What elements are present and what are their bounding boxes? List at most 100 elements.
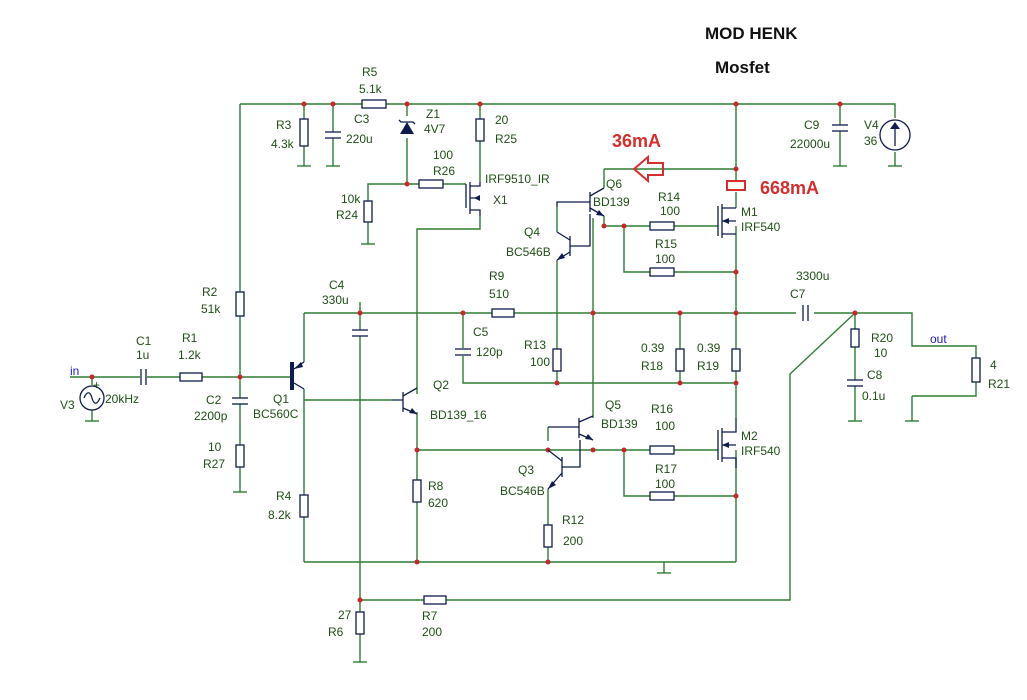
resistor-r4 bbox=[299, 494, 309, 518]
transistor-q4 bbox=[556, 214, 591, 261]
capacitor-c2 bbox=[232, 397, 248, 405]
source-v4 bbox=[879, 119, 911, 151]
label-q1-value: BC560C bbox=[253, 407, 299, 421]
zener-z1 bbox=[398, 119, 416, 134]
label-r1-name: R1 bbox=[182, 331, 198, 345]
mosfet-m2 bbox=[717, 418, 737, 468]
label-r2-value: 51k bbox=[201, 302, 221, 316]
label-r19-name: R19 bbox=[697, 359, 719, 373]
label-r21-name: R21 bbox=[988, 377, 1010, 391]
source-v3: + bbox=[79, 378, 105, 411]
label-c7-name: C7 bbox=[790, 287, 806, 301]
label-r14-name: R14 bbox=[658, 190, 680, 204]
annotations: 36mA 668mA bbox=[612, 131, 819, 198]
label-r25-name: R25 bbox=[495, 132, 517, 146]
label-r25-value: 20 bbox=[495, 113, 509, 127]
label-c4-name: C4 bbox=[329, 278, 345, 292]
resistor-r27 bbox=[235, 444, 245, 468]
label-r27-value: 10 bbox=[208, 440, 222, 454]
label-c2-value: 2200p bbox=[194, 409, 228, 423]
resistor-r15 bbox=[649, 267, 675, 277]
label-r14-value: 100 bbox=[660, 204, 680, 218]
label-r7-name: R7 bbox=[422, 609, 438, 623]
label-m1-value: IRF540 bbox=[741, 220, 781, 234]
junctions bbox=[89, 101, 858, 603]
label-r26-value: 100 bbox=[433, 148, 453, 162]
label-r13-value: 100 bbox=[530, 355, 550, 369]
label-v3-value: 20kHz bbox=[105, 392, 139, 406]
resistor-r5 bbox=[361, 99, 387, 109]
label-r6-value: 27 bbox=[338, 608, 352, 622]
label-r4-value: 8.2k bbox=[268, 508, 292, 522]
label-m1-name: M1 bbox=[741, 205, 758, 219]
ammeter-marker-icon bbox=[726, 180, 746, 191]
capacitor-c8 bbox=[847, 379, 863, 387]
label-q4-value: BC546B bbox=[506, 245, 551, 259]
label-r8-name: R8 bbox=[428, 479, 444, 493]
label-q5-value: BD139 bbox=[601, 417, 638, 431]
net-label-out: out bbox=[930, 332, 947, 346]
transistor-q6 bbox=[556, 187, 605, 217]
label-r24-name: R24 bbox=[336, 208, 358, 222]
resistor-r20 bbox=[850, 328, 860, 348]
label-q1-name: Q1 bbox=[273, 392, 289, 406]
label-c3-name: C3 bbox=[354, 112, 370, 126]
mosfet-m1 bbox=[717, 204, 736, 238]
component-labels: R1 1.2k R2 51k R3 4.3k R4 8.2k R5 5.1k 2… bbox=[60, 65, 1010, 639]
label-q5-name: Q5 bbox=[605, 398, 621, 412]
resistor-r21 bbox=[971, 357, 981, 383]
annotation-m1-current: 668mA bbox=[760, 178, 819, 198]
current-arrow-icon bbox=[632, 154, 664, 184]
label-r18-value: 0.39 bbox=[641, 341, 665, 355]
capacitor-c5 bbox=[455, 348, 471, 356]
capacitor-c4 bbox=[352, 329, 368, 337]
label-q6-name: Q6 bbox=[606, 177, 622, 191]
label-m2-value: IRF540 bbox=[741, 444, 781, 458]
resistor-r3 bbox=[299, 118, 309, 147]
label-x1-name: X1 bbox=[493, 193, 508, 207]
label-c7-value: 3300u bbox=[796, 269, 829, 283]
label-r18-name: R18 bbox=[641, 359, 663, 373]
net-label-in: in bbox=[70, 364, 79, 378]
capacitors bbox=[140, 124, 863, 405]
transistor-q5 bbox=[548, 415, 594, 441]
label-r20-value: 10 bbox=[874, 346, 888, 360]
label-r12-value: 200 bbox=[563, 534, 583, 548]
label-r26-name: R26 bbox=[433, 164, 455, 178]
label-r20-name: R20 bbox=[871, 331, 893, 345]
label-z1-name: Z1 bbox=[426, 107, 440, 121]
resistor-r9 bbox=[491, 308, 515, 318]
label-r8-value: 620 bbox=[428, 496, 448, 510]
label-r6-name: R6 bbox=[328, 625, 344, 639]
resistors bbox=[179, 99, 981, 635]
capacitor-c3 bbox=[325, 131, 341, 139]
label-c1-name: C1 bbox=[136, 334, 152, 348]
label-r5-name: R5 bbox=[362, 65, 378, 79]
annotation-q6-current: 36mA bbox=[612, 131, 661, 151]
capacitor-c1 bbox=[140, 369, 147, 385]
label-x1-value: IRF9510_IR bbox=[485, 172, 550, 186]
label-r3-value: 4.3k bbox=[271, 137, 295, 151]
resistor-r26 bbox=[418, 179, 444, 189]
capacitor-c7 bbox=[802, 305, 809, 321]
resistor-r7 bbox=[423, 595, 447, 605]
label-r5-value: 5.1k bbox=[359, 82, 383, 96]
label-r15-name: R15 bbox=[655, 237, 677, 251]
mosfet-x1 bbox=[465, 182, 481, 216]
transistor-q2 bbox=[392, 387, 418, 415]
transistor-q1 bbox=[290, 361, 305, 390]
label-c8-value: 0.1u bbox=[862, 389, 885, 403]
resistor-r2 bbox=[235, 291, 245, 317]
resistor-r13 bbox=[552, 348, 562, 372]
label-c9-name: C9 bbox=[804, 118, 820, 132]
label-r12-name: R12 bbox=[562, 513, 584, 527]
label-r24-value: 10k bbox=[341, 192, 361, 206]
label-r21-value: 4 bbox=[990, 358, 997, 372]
label-r7-value: 200 bbox=[422, 625, 442, 639]
label-r17-name: R17 bbox=[655, 462, 677, 476]
resistor-r14 bbox=[649, 221, 675, 231]
label-r9-value: 510 bbox=[489, 287, 509, 301]
label-c9-value: 22000u bbox=[790, 137, 830, 151]
resistor-r12 bbox=[543, 524, 553, 548]
